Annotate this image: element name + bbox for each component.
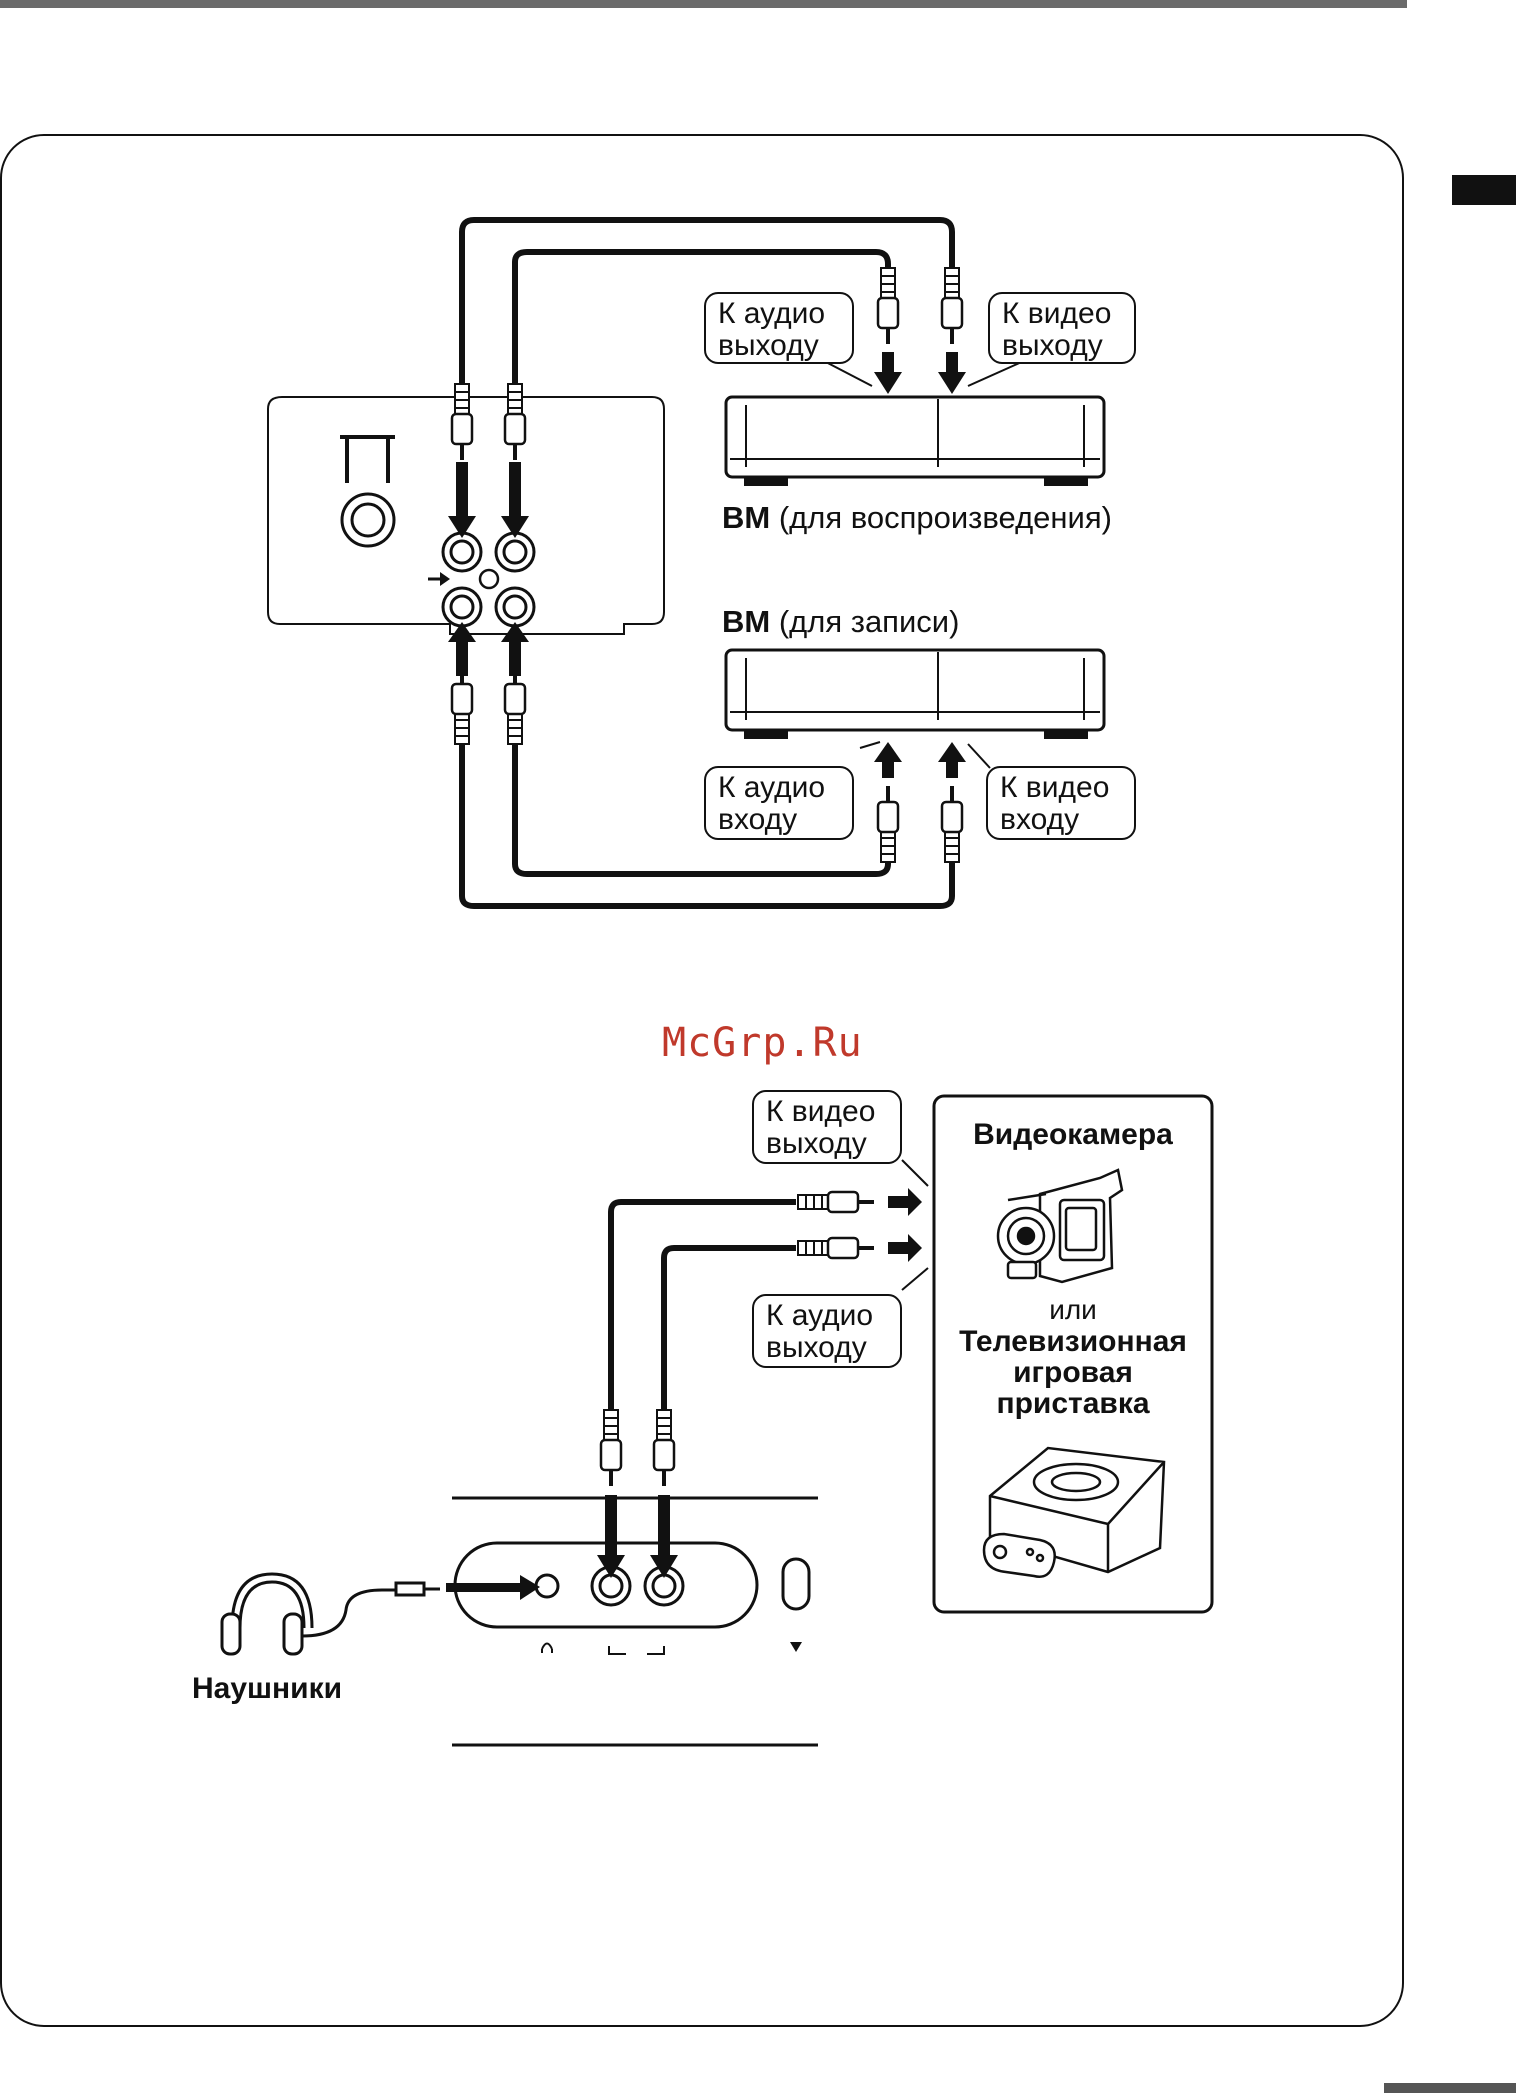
callout-audio-out-bottom: К аудио выходу	[752, 1294, 902, 1368]
callout-video-in: К видео входу	[986, 766, 1136, 840]
vcr-playback-label-bold: ВМ	[722, 500, 770, 535]
headphones-label: Наушники	[192, 1672, 342, 1706]
watermark-text: McGrp.Ru	[662, 1020, 863, 1066]
camcorder-label: Видеокамера	[934, 1118, 1212, 1152]
vcr-playback	[726, 397, 1104, 486]
vcr-recording	[726, 650, 1104, 739]
callout-video-out-bottom: К видео выходу	[752, 1090, 902, 1164]
or-label: или	[934, 1294, 1212, 1326]
vcr-playback-label: ВМ (для воспроизведения)	[722, 500, 1112, 536]
callout-audio-in: К аудио входу	[704, 766, 854, 840]
callout-video-out-top: К видео выходу	[988, 292, 1136, 364]
console-label: Телевизионная игровая приставка	[934, 1326, 1212, 1419]
headphones-icon	[222, 1574, 440, 1654]
vcr-recording-label-bold: ВМ	[722, 604, 770, 639]
vcr-playback-label-rest: (для воспроизведения)	[770, 500, 1112, 535]
vcr-recording-label: ВМ (для записи)	[722, 604, 959, 640]
vcr-recording-label-rest: (для записи)	[770, 604, 959, 639]
callout-audio-out-top: К аудио выходу	[704, 292, 854, 364]
tv-front-panel	[452, 1498, 818, 1745]
